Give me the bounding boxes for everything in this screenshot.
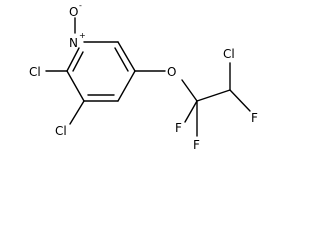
bond-c5-cl	[69, 100, 85, 125]
atom-cl-chain: Cl	[223, 47, 235, 61]
atom-f-chain: F	[251, 111, 258, 125]
atom-ring-n: N	[69, 36, 78, 50]
bond-cf2-f-left	[184, 100, 198, 123]
atom-cl-c6: Cl	[29, 65, 41, 79]
atom-f-left: F	[175, 121, 182, 135]
charge-minus: -	[79, 1, 82, 10]
bond-chcl-f	[229, 89, 251, 112]
bond-c2-c3	[117, 41, 136, 72]
bonds	[45, 17, 251, 137]
atom-labels: O - N + Cl Cl O Cl F F F	[29, 1, 258, 152]
bond-c2-c3-inner	[114, 47, 129, 72]
atom-cl-c5: Cl	[55, 124, 67, 138]
bond-c6-n-inner	[72, 51, 84, 72]
bond-c3-c4	[117, 70, 136, 102]
atom-ether-o: O	[167, 65, 176, 79]
atom-oxide-o: O	[69, 5, 78, 19]
structure-diagram: O - N + Cl Cl O Cl F F F	[29, 1, 258, 152]
bond-c6-n	[66, 47, 80, 72]
atom-f-bottom: F	[193, 138, 200, 152]
bond-c5-c6	[66, 70, 85, 102]
charge-plus: +	[79, 31, 86, 40]
bond-cf2-chcl	[196, 89, 231, 102]
bond-o-cf2	[181, 79, 198, 102]
